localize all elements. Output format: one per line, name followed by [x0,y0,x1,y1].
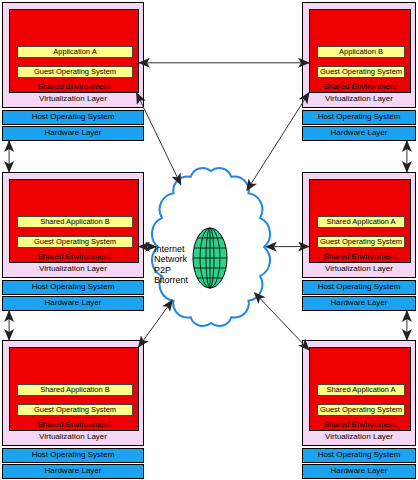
virtualization-layer: Virtualization LayerShared EnvironmentSh… [302,172,416,278]
globe-line [193,258,227,259]
globe-symbol [193,228,227,288]
node-label: Guest Operating System [34,238,116,246]
node-label: Shared Application B [40,218,110,226]
globe-line [194,248,226,249]
network-cloud: Internet Network P2P Bitorrent [150,162,272,332]
node-label: Host Operating System [318,113,401,121]
globe-line [193,228,227,288]
node-label: Shared Application A [326,386,395,394]
application-bar: Guest Operating System [317,66,405,78]
guest-environment: Shared Environment Shared Application B Gu… [9,179,139,263]
application-bar: Guest Operating System [17,236,133,248]
virtualization-layer: Virtualization LayerShared EnvironmentSh… [302,340,416,446]
virtualization-layer: Virtualization Layer Shared Environment Ap… [2,2,144,108]
node-label: Hardware Layer [331,129,388,137]
globe-line [194,268,226,269]
application-bar: Guest Operating System [17,404,133,416]
guest-environment: Shared Environment Application B Guest Ope… [309,9,411,93]
application-bar: Guest Operating System [317,404,405,416]
connector-arrow [406,311,407,340]
system-band: Host Operating System [302,280,416,295]
application-bar: Guest Operating System [17,66,133,78]
node-label: Host Operating System [318,451,401,459]
node-label: Shared Environment [10,253,138,261]
node-label: Shared Environment [10,421,138,429]
node-label: Guest Operating System [320,68,402,76]
system-band: Hardware Layer [302,296,416,311]
system-band: Host Operating System [302,448,416,463]
node-label: Hardware Layer [45,299,102,307]
node-label: Virtualization Layer [3,433,143,441]
virtualization-layer: Virtualization LayerShared EnvironmentSh… [2,172,144,278]
node-label: Shared Application B [40,386,110,394]
system-band: Hardware Layer [2,126,144,141]
virtualization-layer: Virtualization Layer Shared Environment Ap… [302,2,416,108]
system-band: Host Operating System [2,280,144,295]
connector-arrow [9,141,10,172]
system-band: Host Operating System [2,448,144,463]
node-label: Guest Operating System [34,68,116,76]
guest-environment: Shared Environment Shared Application A Gu… [309,179,411,263]
node-label: Host Operating System [318,283,401,291]
node-label: Guest Operating System [320,238,402,246]
node-label: Host Operating System [32,451,115,459]
node-label: Host Operating System [32,283,115,291]
node-label: Shared Application A [326,218,395,226]
application-bar: Shared Application A [317,384,405,396]
connector-arrow [247,93,309,191]
globe-line [197,278,222,279]
node-label: Hardware Layer [331,467,388,475]
node-label: Application B [339,48,383,56]
node-label: Virtualization Layer [303,433,415,441]
node-label: Application A [53,48,96,56]
system-band: Hardware Layer [302,126,416,141]
application-bar: Shared Application B [17,216,133,228]
guest-environment: Shared Environment Shared Application B Gu… [9,347,139,431]
node-label: Shared Environment [310,253,410,261]
virtualization-layer: Virtualization LayerShared EnvironmentSh… [2,340,144,446]
connector-arrow [406,141,407,172]
system-band: Hardware Layer [2,464,144,479]
node-label: Shared Environment [10,83,138,91]
node-label: Host Operating System [32,113,115,121]
application-bar: Shared Application A [317,216,405,228]
node-label: Shared Environment [310,83,410,91]
application-bar: Application B [317,46,405,58]
node-label: Hardware Layer [45,129,102,137]
globe-line [197,238,222,239]
node-label: Internet Network P2P Bitorrent [154,244,200,285]
guest-environment: Shared Environment Application A Guest Ope… [9,9,139,93]
node-label: Guest Operating System [320,406,402,414]
system-band: Hardware Layer [2,296,144,311]
node-label: Guest Operating System [34,406,116,414]
connector-arrow [255,293,310,350]
connector-arrow [139,62,309,63]
application-bar: Guest Operating System [317,236,405,248]
node-label: Hardware Layer [45,467,102,475]
node-label: Virtualization Layer [303,265,415,273]
system-band: Host Operating System [2,110,144,125]
system-band: Hardware Layer [302,464,416,479]
guest-environment: Shared Environment Shared Application A Gu… [309,347,411,431]
connector-arrow [9,311,10,340]
node-label: Shared Environment [310,421,410,429]
application-bar: Application A [17,46,133,58]
node-label: Hardware Layer [331,299,388,307]
node-label: Virtualization Layer [3,95,143,103]
node-label: Virtualization Layer [3,265,143,273]
cloud-shape [152,168,270,326]
node-label: Virtualization Layer [303,95,415,103]
application-bar: Shared Application B [17,384,133,396]
system-band: Host Operating System [302,110,416,125]
